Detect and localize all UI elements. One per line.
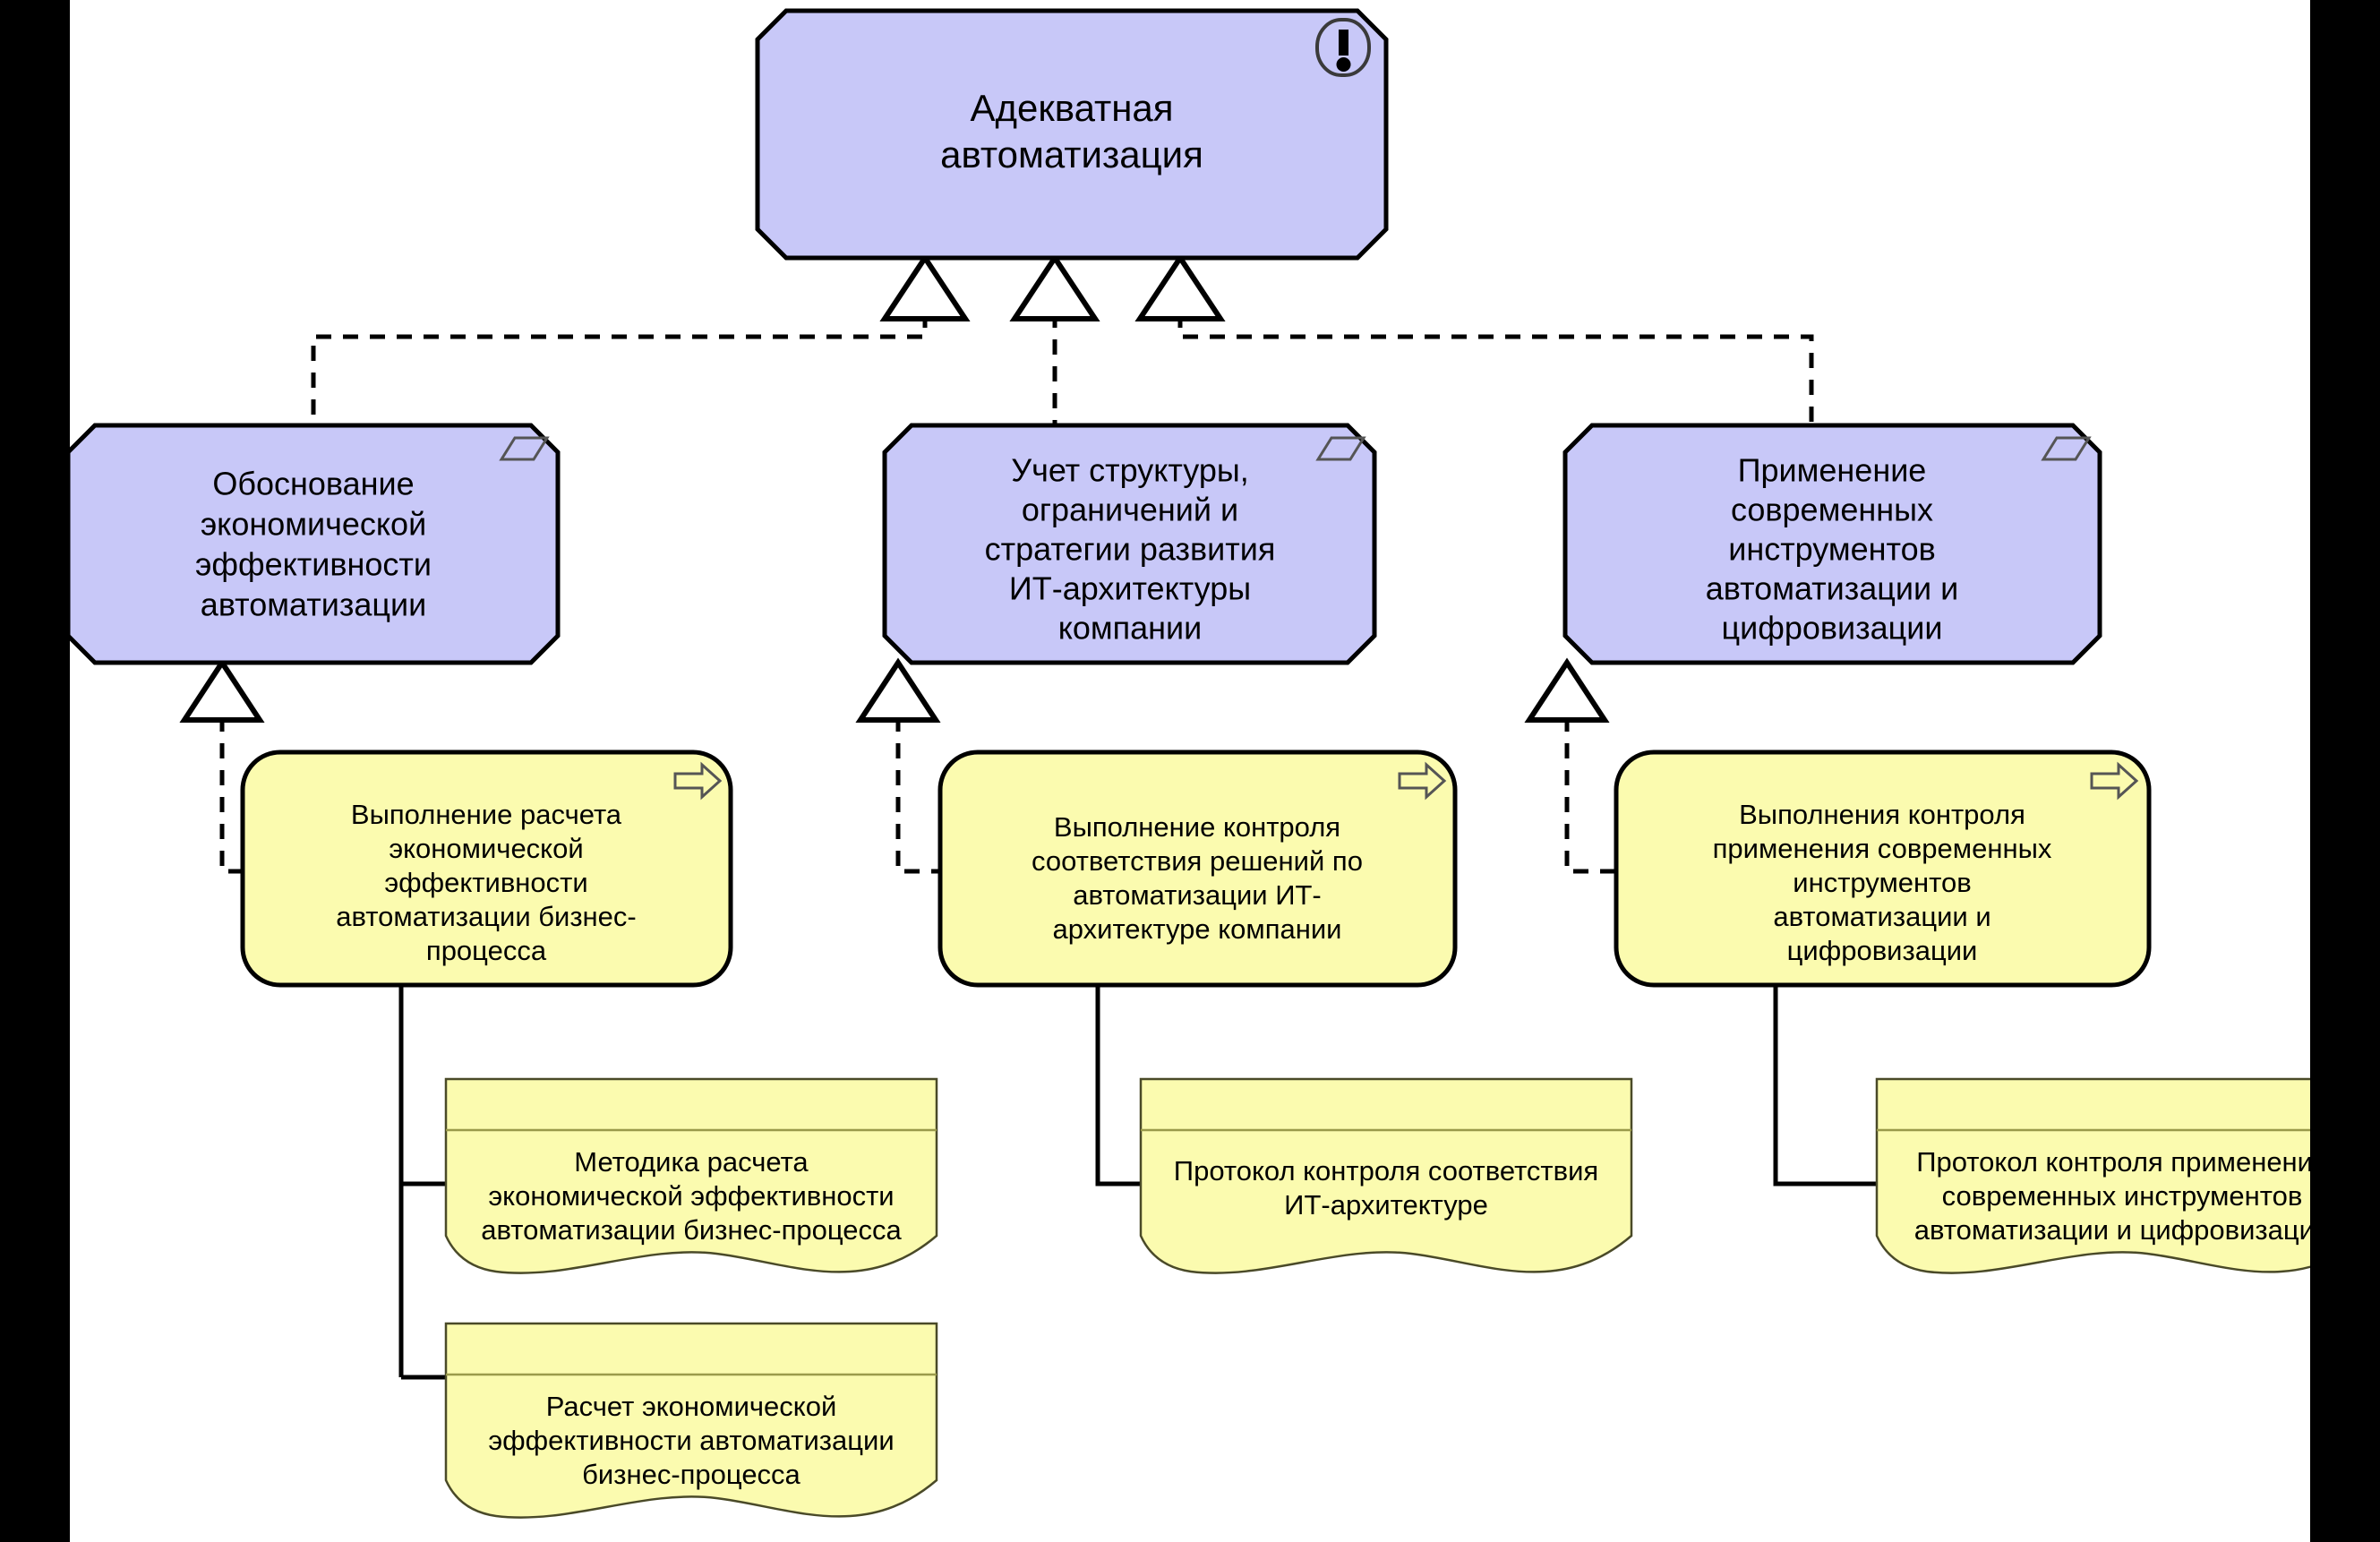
deliverable1-label-line3: автоматизации бизнес-процесса [481,1214,902,1246]
process3-label-line1: Выполнения контроля [1739,799,2025,830]
parallelogram-icon [1315,436,1366,461]
deliverable1-shape [444,1077,938,1274]
realization-arrowheads [179,253,1610,723]
requirement3-label-line3: инструментов [1728,531,1936,568]
requirement1-label-line2: экономической [201,506,426,543]
node-requirement-modern-tools[interactable]: Применение современных инструментов авто… [1562,423,2102,665]
node-deliverable-calculation[interactable]: Расчет экономической эффективности автом… [444,1322,938,1519]
principle-label-line2: автоматизация [940,133,1203,176]
node-requirement-it-architecture[interactable]: Учет структуры, ограничений и стратегии … [882,423,1377,665]
process3-shape [1614,750,2152,988]
diagram-surface: Адекватная автоматизация Обоснование эко… [70,0,2310,1542]
process1-label-line2: экономической [389,833,583,864]
process1-label-line4: автоматизации бизнес- [336,901,636,932]
parallelogram-icon [2041,436,2092,461]
node-deliverable-protocol-it-arch[interactable]: Протокол контроля соответствия ИТ-архите… [1139,1077,1633,1274]
process-arrow-icon [673,761,723,801]
archimate-diagram: Адекватная автоматизация Обоснование эко… [70,8,2310,1519]
node-process-control-it-architecture[interactable]: Выполнение контроля соответствия решений… [937,750,1458,988]
deliverable1-label-line2: экономической эффективности [488,1180,894,1212]
principle-shape [755,8,1389,261]
deliverable4-label-line2: современных инструментов [1942,1180,2303,1212]
deliverable2-label-line1: Расчет экономической [546,1391,837,1422]
association-proc2-deliverable3 [1095,985,1141,1186]
deliverable3-label-line2: ИТ-архитектуре [1284,1189,1488,1221]
deliverable4-shape [1875,1077,2310,1274]
deliverable1-label-line1: Методика расчета [574,1146,809,1178]
requirement2-label-line1: Учет структуры, [1011,452,1249,489]
requirement1-label-line3: эффективности [195,546,432,583]
node-principle[interactable]: Адекватная автоматизация [755,8,1389,261]
process-arrow-icon [2090,761,2139,801]
realization-triangle-6 [1524,657,1610,723]
node-requirement-economic-efficiency[interactable]: Обоснование экономической эффективности … [70,423,561,665]
realization-principle-req1 [311,259,928,425]
process1-label-line3: эффективности [384,867,587,898]
requirement3-label-line4: автоматизации и [1706,570,1959,607]
requirement3-label-line5: цифровизации [1722,610,1943,647]
process2-shape [937,750,1458,988]
process3-label-line3: инструментов [1793,867,1971,898]
realization-principle-req3 [1177,259,1814,425]
requirement2-label-line3: стратегии развития [985,531,1276,568]
process2-label-line1: Выполнение контроля [1054,811,1340,843]
requirement1-shape [70,423,561,665]
requirement2-label-line5: компании [1058,610,1203,647]
process2-label-line2: соответствия решений по [1032,845,1363,877]
realization-triangle-4 [179,657,265,723]
requirement1-label-line4: автоматизации [201,587,426,623]
deliverable2-shape [444,1322,938,1519]
requirement3-label-line2: современных [1731,492,1933,528]
deliverable4-label-line3: автоматизации и цифровизации [1914,1214,2310,1246]
process1-label-line1: Выполнение расчета [351,799,622,830]
deliverable2-label-line3: бизнес-процесса [582,1459,800,1490]
realization-triangle-2 [1009,253,1100,321]
process2-label-line3: автоматизации ИТ- [1073,879,1322,911]
node-process-calc-economic-efficiency[interactable]: Выполнение расчета экономической эффекти… [240,750,733,988]
association-proc3-deliverable4 [1773,985,1877,1186]
deliverable4-label-line1: Протокол контроля применения [1916,1146,2310,1178]
requirement2-shape [882,423,1377,665]
process3-label-line5: цифровизации [1787,935,1978,966]
realization-triangle-1 [879,253,971,321]
deliverable3-shape [1139,1077,1633,1274]
exclamation-circle-icon [1315,18,1371,77]
principle-label-line1: Адекватная [970,87,1173,129]
requirement1-label-line1: Обоснование [212,466,414,502]
node-deliverable-protocol-modern-tools[interactable]: Протокол контроля применения современных… [1875,1077,2310,1274]
process1-shape [240,750,733,988]
process2-label-line4: архитектуре компании [1053,913,1342,945]
deliverable2-label-line2: эффективности автоматизации [488,1425,894,1456]
requirement2-label-line4: ИТ-архитектуры [1009,570,1251,607]
requirement3-label-line1: Применение [1738,452,1927,489]
requirement3-shape [1562,423,2102,665]
node-deliverable-methodology[interactable]: Методика расчета экономической эффективн… [444,1077,938,1274]
process3-label-line4: автоматизации и [1773,901,1990,932]
node-process-control-modern-tools[interactable]: Выполнения контроля применения современн… [1614,750,2152,988]
parallelogram-icon [499,436,550,461]
association-proc1-deliverables [398,985,446,1380]
deliverable3-label-line1: Протокол контроля соответствия [1174,1155,1598,1186]
requirement2-label-line2: ограничений и [1022,492,1238,528]
realization-triangle-5 [855,657,941,723]
realization-triangle-3 [1134,253,1226,321]
process3-label-line2: применения современных [1713,833,2052,864]
process-arrow-icon [1398,761,1447,801]
process1-label-line5: процесса [426,935,547,966]
